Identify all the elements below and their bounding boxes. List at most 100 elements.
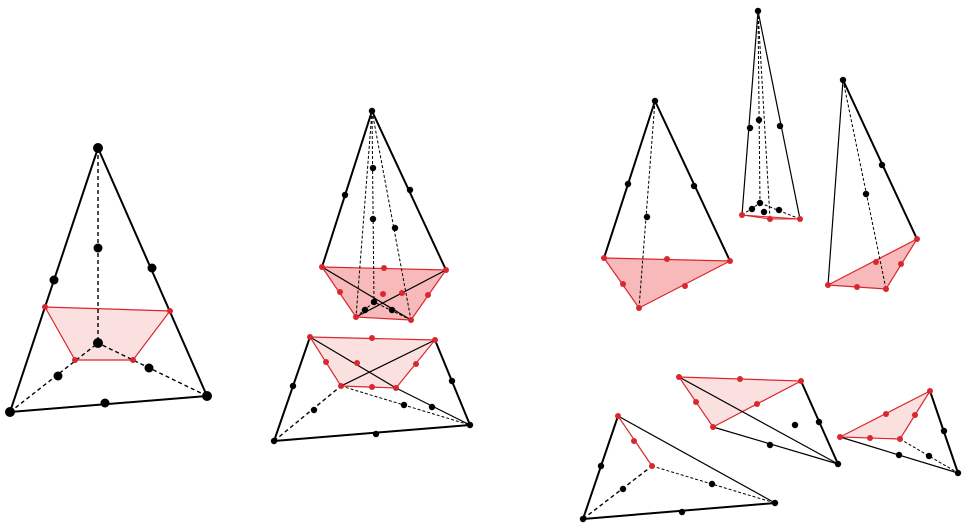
panel-3b-red-nodes xyxy=(739,212,803,222)
section-node xyxy=(825,282,831,288)
midside-node xyxy=(370,165,376,171)
vertex-node xyxy=(755,8,761,14)
section-node xyxy=(413,361,419,367)
section-node xyxy=(393,385,399,391)
section-node xyxy=(912,412,918,418)
section-node xyxy=(130,357,136,363)
midside-node xyxy=(776,207,782,213)
midside-node xyxy=(816,419,822,425)
panel-3-subelement-b xyxy=(739,8,803,222)
vertex-node xyxy=(955,470,961,476)
midside-node xyxy=(311,407,317,413)
midside-node xyxy=(644,214,650,220)
midside-node xyxy=(879,162,885,168)
section-node xyxy=(443,267,449,273)
section-node xyxy=(883,411,889,417)
midside-node xyxy=(747,125,753,131)
section-node xyxy=(399,290,405,296)
section-node xyxy=(867,435,873,441)
panel-3-subelement-e xyxy=(676,374,841,467)
edge xyxy=(742,11,758,215)
section-node xyxy=(615,413,621,419)
vertex-node xyxy=(772,500,778,506)
panel-3-subelement-a xyxy=(601,98,733,311)
edge xyxy=(618,416,775,503)
midside-node xyxy=(620,486,626,492)
section-node xyxy=(710,424,716,430)
vertex-node xyxy=(835,461,841,467)
section-node xyxy=(408,317,414,323)
section-node xyxy=(432,337,438,343)
midside-node xyxy=(709,481,715,487)
section-node xyxy=(601,255,607,261)
section-node xyxy=(897,436,903,442)
section-node xyxy=(693,399,699,405)
section-node xyxy=(425,292,431,298)
midside-node xyxy=(896,452,902,458)
section-node xyxy=(767,216,773,222)
midside-node xyxy=(749,206,755,212)
panel-1-nodes xyxy=(5,143,212,417)
section-node xyxy=(727,258,733,264)
midside-node xyxy=(370,216,376,222)
vertex-node xyxy=(757,200,763,206)
edge xyxy=(758,11,800,219)
midside-node xyxy=(792,422,798,428)
section-node xyxy=(72,357,78,363)
section-node xyxy=(369,335,375,341)
edge xyxy=(604,101,655,258)
midside-node xyxy=(50,276,59,285)
edge xyxy=(828,80,843,285)
midside-node xyxy=(598,463,604,469)
midside-node xyxy=(389,307,395,313)
midside-node xyxy=(148,264,157,273)
section-node xyxy=(381,265,387,271)
section-node xyxy=(649,463,655,469)
midside-node xyxy=(101,399,110,408)
midside-node xyxy=(145,364,154,373)
midside-node xyxy=(625,181,631,187)
hidden-edge xyxy=(758,11,760,203)
section-node xyxy=(737,376,743,382)
midside-node xyxy=(54,372,63,381)
panel-2-edge xyxy=(274,425,470,441)
section-node xyxy=(337,289,343,295)
panel-3-subelement-c xyxy=(825,77,920,292)
panel-3-subelement-f xyxy=(837,388,961,476)
midside-node xyxy=(756,117,762,123)
panel-3d-nodes xyxy=(580,463,778,522)
panel-3-subelement-d xyxy=(580,413,778,522)
vertex-node xyxy=(580,516,586,522)
vertex-node xyxy=(369,108,375,114)
hidden-edge xyxy=(843,80,886,289)
section-node xyxy=(927,388,933,394)
vertex-node xyxy=(271,438,277,444)
midside-node xyxy=(679,509,685,515)
hidden-edge xyxy=(583,466,652,519)
section-node xyxy=(620,281,626,287)
section-node xyxy=(754,401,760,407)
panel-2-edge xyxy=(322,111,372,267)
midside-node xyxy=(429,404,435,410)
midside-node xyxy=(941,428,947,434)
midside-node xyxy=(342,192,348,198)
vertex-node xyxy=(652,98,658,104)
section-node xyxy=(42,304,48,310)
panel-1-tetrahedron xyxy=(5,143,212,417)
section-node xyxy=(307,334,313,340)
section-node xyxy=(354,360,360,366)
panel-2-lower-piece xyxy=(271,334,473,444)
section-node xyxy=(664,256,670,262)
section-node xyxy=(837,434,843,440)
section-node xyxy=(636,305,642,311)
section-node xyxy=(676,374,682,380)
panel-2-upper-piece xyxy=(319,108,449,323)
midside-node xyxy=(926,453,932,459)
section-node xyxy=(914,236,920,242)
section-node xyxy=(798,378,804,384)
midside-node xyxy=(392,225,398,231)
panel-1-section-face xyxy=(45,307,170,360)
midside-node xyxy=(691,183,697,189)
vertex-node xyxy=(202,391,212,401)
midside-node xyxy=(373,431,379,437)
